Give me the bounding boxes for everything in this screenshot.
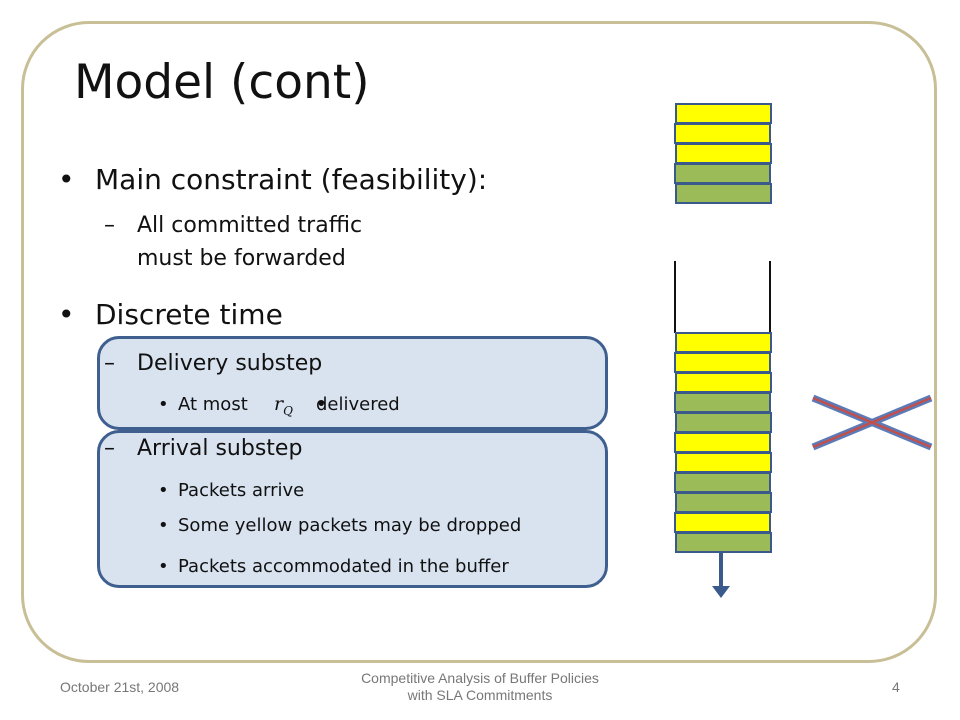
item-delivered: delivered (316, 393, 400, 417)
buffer-packet-green (675, 492, 772, 513)
incoming-packet-yellow (674, 123, 771, 144)
buffer-packet-yellow (675, 452, 772, 473)
buffer-packet-yellow (675, 332, 772, 353)
footer-date: October 21st, 2008 (60, 679, 180, 695)
footer-title-line-1: Competitive Analysis of Buffer Policies (361, 670, 599, 686)
incoming-packets (674, 103, 772, 204)
footer-title: Competitive Analysis of Buffer Policies … (280, 670, 680, 704)
committed-traffic-line-1: All committed traffic (137, 213, 363, 238)
drop-cross-icon (811, 394, 933, 451)
buffer-packet-yellow (674, 432, 771, 453)
incoming-packet-yellow (675, 103, 772, 124)
delivery-arrow-head (712, 586, 730, 598)
buffer-packet-green (674, 472, 771, 493)
incoming-packet-green (675, 183, 772, 204)
footer-title-line-2: with SLA Commitments (407, 687, 553, 703)
buffer-packet-yellow (674, 512, 771, 533)
incoming-packet-green (674, 163, 771, 184)
buffer-packet-green (675, 412, 772, 433)
slide-frame (21, 21, 937, 663)
buffer-packet-green (674, 392, 771, 413)
buffer-packets (674, 332, 772, 553)
buffer-packet-green (675, 532, 772, 553)
buffer-packet-yellow (674, 352, 771, 373)
incoming-packet-yellow (675, 143, 772, 164)
arrival-substep-box (97, 430, 608, 588)
committed-traffic-line-2: must be forwarded (137, 246, 346, 271)
slide-title: Model (cont) (74, 55, 370, 110)
math-r-q: rQ (274, 393, 293, 418)
footer-page-number: 4 (892, 679, 900, 695)
buffer-packet-yellow (675, 372, 772, 393)
